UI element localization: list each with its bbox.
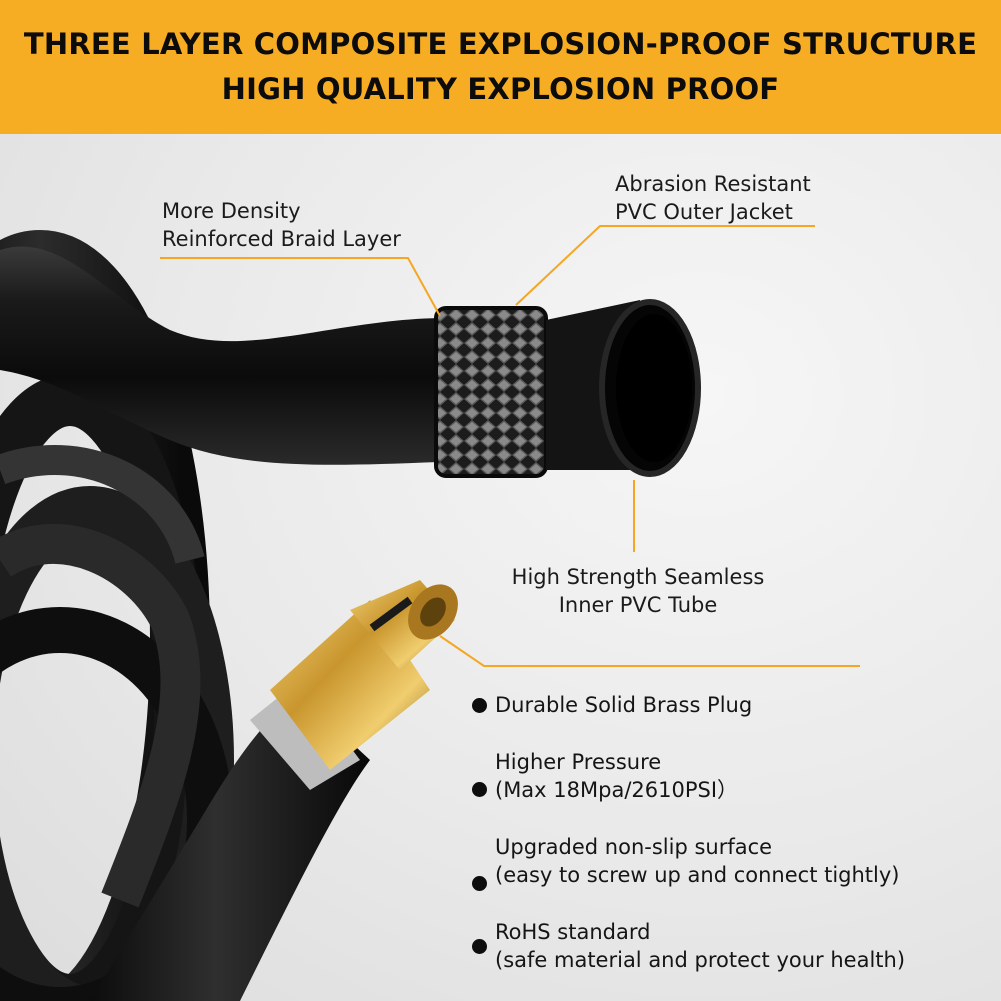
braid-leader-line	[160, 257, 441, 317]
callout-inner: High Strength Seamless Inner PVC Tube	[500, 563, 776, 619]
feature-item-pressure: Higher Pressure (Max 18Mpa/2610PSI）	[470, 748, 970, 804]
bullet-dot-icon	[472, 698, 487, 713]
callout-inner-line-1: High Strength Seamless	[511, 565, 765, 589]
banner-line-2: HIGH QUALITY EXPLOSION PROOF	[221, 72, 780, 106]
hose-cross-section	[0, 246, 701, 478]
callout-inner-line-2: Inner PVC Tube	[558, 593, 718, 617]
feature-subtitle: (easy to screw up and connect tightly)	[495, 863, 900, 887]
bullet-dot-icon	[472, 876, 487, 891]
plug-leader-line	[439, 635, 860, 667]
header-banner: THREE LAYER COMPOSITE EXPLOSION-PROOF ST…	[0, 0, 1001, 134]
callout-braid: More Density Reinforced Braid Layer	[162, 197, 401, 253]
feature-item-rohs: RoHS standard (safe material and protect…	[470, 918, 970, 974]
feature-item-brass-plug: Durable Solid Brass Plug	[470, 691, 970, 719]
callout-jacket-line-2: PVC Outer Jacket	[615, 200, 793, 224]
feature-subtitle: (Max 18Mpa/2610PSI）	[495, 778, 739, 802]
callout-braid-line-2: Reinforced Braid Layer	[162, 227, 401, 251]
feature-subtitle: (safe material and protect your health)	[495, 948, 906, 972]
callout-braid-line-1: More Density	[162, 199, 301, 223]
feature-text-block: Upgraded non-slip surface (easy to screw…	[495, 833, 900, 889]
brass-plug	[90, 580, 458, 1001]
callout-lines	[160, 225, 860, 667]
banner-line-1: THREE LAYER COMPOSITE EXPLOSION-PROOF ST…	[23, 27, 978, 61]
feature-text: Durable Solid Brass Plug	[495, 693, 753, 717]
bullet-dot-icon	[472, 939, 487, 954]
feature-text-block: RoHS standard (safe material and protect…	[495, 918, 905, 974]
jacket-leader-line	[515, 225, 815, 306]
feature-title: Upgraded non-slip surface	[495, 835, 773, 859]
callout-jacket-line-1: Abrasion Resistant	[615, 172, 811, 196]
feature-item-non-slip: Upgraded non-slip surface (easy to screw…	[470, 833, 970, 891]
feature-text-block: Higher Pressure (Max 18Mpa/2610PSI）	[495, 748, 738, 804]
bullet-dot-icon	[472, 782, 487, 797]
feature-title: Higher Pressure	[495, 750, 662, 774]
callout-jacket: Abrasion Resistant PVC Outer Jacket	[615, 170, 811, 226]
feature-title: RoHS standard	[495, 920, 651, 944]
